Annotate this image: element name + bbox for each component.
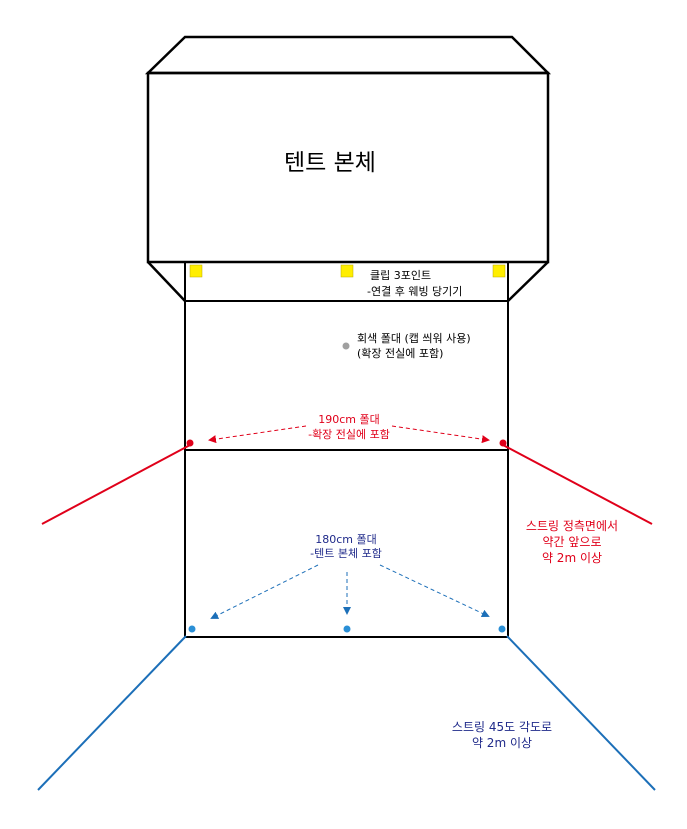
- red-string-note-line3: 약 2m 이상: [542, 550, 602, 565]
- clip-marker-right: [492, 264, 506, 278]
- blue-string-note-line2: 약 2m 이상: [472, 735, 532, 750]
- blue-pole-note-line2: -텐트 본체 포함: [310, 547, 382, 560]
- blue-arrow-left: [210, 564, 319, 619]
- blue-arrow-right: [379, 564, 490, 618]
- red-guy-line-left: [41, 444, 191, 525]
- blue-guy-line-right: [506, 635, 656, 791]
- blue-pole-dot-center: [343, 625, 351, 633]
- blue-pole-dot-right: [498, 625, 506, 633]
- blue-guy-line-left: [37, 635, 187, 791]
- vestibule-shape: [184, 261, 509, 638]
- tent-roof: [144, 35, 552, 75]
- gray-pole-dot: [342, 342, 350, 350]
- red-arrow-right: [391, 425, 490, 444]
- red-string-note-line2: 약간 앞으로: [542, 534, 601, 549]
- blue-string-note-line1: 스트링 45도 각도로: [452, 720, 552, 734]
- red-pole-note-line2: -확장 전실에 포함: [308, 428, 390, 441]
- clip-marker-left: [189, 264, 203, 278]
- blue-pole-note-line1: 180cm 폴대: [315, 533, 377, 546]
- tent-title: 텐트 본체: [284, 150, 376, 176]
- blue-pole-dot-left: [188, 625, 196, 633]
- red-string-note-line1: 스트링 정측면에서: [526, 519, 618, 533]
- clip-marker-center: [340, 264, 354, 278]
- red-pole-dot-left: [186, 439, 194, 447]
- red-guy-line-right: [502, 444, 653, 525]
- gray-pole-note-line2: (확장 전실에 포함): [357, 347, 443, 360]
- clip-note-line2: -연결 후 웨빙 당기기: [367, 285, 462, 298]
- red-pole-dot-right: [499, 439, 507, 447]
- tent-right-slope: [507, 261, 549, 302]
- tent-left-slope: [147, 261, 186, 302]
- red-arrow-left: [208, 425, 307, 444]
- front-vestibule: [184, 449, 509, 638]
- red-pole-note-line1: 190cm 폴대: [318, 413, 380, 426]
- clip-note-line1: 클립 3포인트: [370, 269, 431, 282]
- gray-pole-note-line1: 회색 폴대 (캡 씌워 사용): [357, 332, 471, 345]
